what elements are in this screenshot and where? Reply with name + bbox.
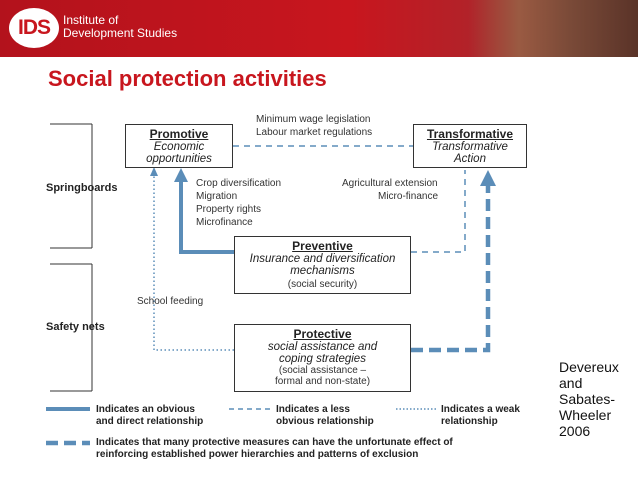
- logo-mark: IDS: [17, 16, 51, 39]
- citation-line-5: 2006: [559, 423, 591, 439]
- legend-solid-text: Indicates an obvious and direct relation…: [96, 404, 203, 428]
- protective-line-2: coping strategies: [279, 353, 366, 365]
- header-photo: [468, 0, 638, 57]
- edge-label-right-2: Micro-finance: [378, 191, 439, 202]
- logo-line-2: Development Studies: [63, 26, 178, 40]
- citation: Devereux and Sabates- Wheeler 2006: [559, 359, 619, 439]
- protective-note-1: (social assistance –: [278, 365, 367, 376]
- springboards-bracket: [50, 123, 93, 249]
- legend-dashed-text: Indicates a less obvious relationship: [276, 404, 374, 428]
- citation-line-2: and: [559, 375, 583, 391]
- legend-solid-line-2: and direct relationship: [96, 416, 204, 427]
- legend-solid-line-1: Indicates an obvious: [96, 404, 195, 415]
- preventive-heading: Preventive: [292, 239, 353, 253]
- protective-heading: Protective: [293, 327, 352, 341]
- legend-dotted-text: Indicates a weak relationship: [441, 404, 520, 428]
- legend-thick-line-1: Indicates that many protective measures …: [96, 437, 453, 448]
- preventive-line-2: mechanisms: [290, 265, 355, 277]
- dotted-arrowhead: [150, 167, 158, 176]
- edge-label-right-1: Agricultural extension: [342, 178, 438, 189]
- protective-line-1: social assistance and: [267, 341, 378, 353]
- promotive-heading: Promotive: [149, 127, 209, 141]
- edge-label-left-2: Migration: [196, 191, 238, 202]
- citation-line-1: Devereux: [559, 359, 619, 375]
- edge-label-left-4: Microfinance: [196, 217, 253, 228]
- legend-dashed-line-1: Indicates a less: [276, 404, 350, 415]
- transformative-line-2: Action: [454, 153, 486, 165]
- promotive-line-1: Economic: [153, 141, 205, 153]
- legend-dotted-line-2: relationship: [441, 416, 498, 427]
- dotted-link-protective-promotive: [153, 172, 234, 351]
- legend-dotted-line-1: Indicates a weak: [441, 404, 520, 415]
- safety-nets-bracket: [50, 263, 93, 392]
- protective-box: Protective social assistance and coping …: [234, 324, 411, 392]
- thick-dashed-link-protective-transformative: [411, 184, 491, 353]
- safety-nets-label: Safety nets: [46, 321, 105, 333]
- edge-label-left-3: Property rights: [196, 204, 262, 215]
- legend-thick-text: Indicates that many protective measures …: [96, 437, 453, 461]
- preventive-box: Preventive Insurance and diversification…: [234, 236, 411, 294]
- legend-thick-line-2: reinforcing established power hierarchie…: [96, 449, 419, 460]
- springboards-label: Springboards: [46, 182, 118, 194]
- solid-link-preventive-promotive: [179, 180, 234, 254]
- edge-label-left-1: Crop diversification: [196, 178, 282, 189]
- preventive-note: (social security): [287, 279, 358, 290]
- legend-dashed-line-2: obvious relationship: [276, 416, 374, 427]
- protective-note-2: formal and non-state): [274, 376, 371, 387]
- solid-arrowhead: [174, 168, 188, 182]
- preventive-line-1: Insurance and diversification: [249, 253, 396, 265]
- transformative-heading: Transformative: [426, 127, 514, 141]
- page-title: Social protection activities: [48, 66, 327, 91]
- edge-label-top-2: Labour market regulations: [256, 127, 373, 138]
- thick-arrowhead: [480, 170, 496, 186]
- promotive-line-2: opportunities: [146, 153, 212, 165]
- transformative-line-1: Transformative: [432, 141, 508, 153]
- promotive-box: Promotive Economic opportunities: [125, 124, 233, 168]
- edge-label-school-feeding: School feeding: [137, 296, 204, 307]
- logo-text: Institute of Development Studies: [63, 14, 177, 40]
- logo-line-1: Institute of: [63, 13, 119, 27]
- citation-line-4: Wheeler: [559, 407, 612, 423]
- citation-line-3: Sabates-: [559, 391, 616, 407]
- edge-label-top-1: Minimum wage legislation: [256, 114, 371, 125]
- ids-logo: IDS: [9, 8, 59, 48]
- transformative-box: Transformative Transformative Action: [413, 124, 527, 168]
